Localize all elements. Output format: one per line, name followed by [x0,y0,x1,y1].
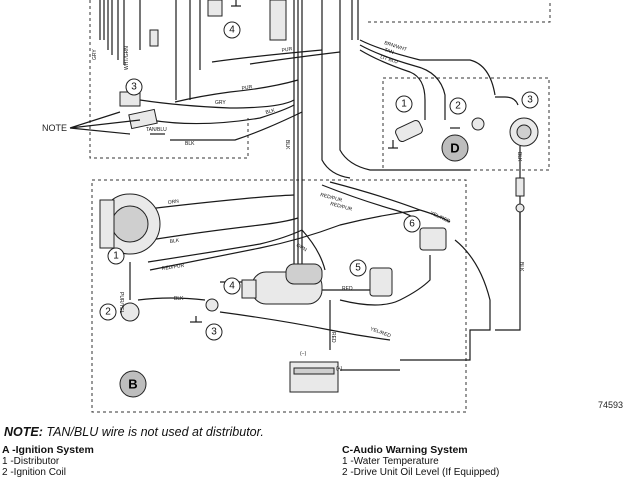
svg-text:1: 1 [401,99,407,110]
svg-text:LIT BLU: LIT BLU [379,54,399,65]
svg-text:BLK: BLK [518,262,524,272]
svg-text:RED/PUR: RED/PUR [319,192,343,204]
legend-right: C-Audio Warning System 1 -Water Temperat… [342,444,500,479]
svg-text:RED/PUR: RED/PUR [161,263,185,272]
section-b-wires [129,170,521,371]
svg-text:BLK: BLK [169,238,180,245]
svg-text:2: 2 [105,307,111,318]
note-prefix: NOTE: [4,425,43,439]
legend-right-item: 1 -Water Temperature [342,456,439,467]
svg-text:2: 2 [455,101,461,112]
svg-text:TAN: TAN [383,47,394,56]
wiring-diagram: BRN/WHT TAN LIT BLU BLK PUR GRY PUR BLK … [42,0,623,413]
svg-text:5: 5 [355,263,361,274]
section-a-components [119,0,287,130]
svg-text:3: 3 [527,95,533,106]
svg-text:(−): (−) [300,351,307,357]
section-badge-d: D [441,134,469,162]
section-b-components [99,193,447,393]
svg-text:3: 3 [131,82,137,93]
note-text: NOTE: TAN/BLU wire is not used at distri… [4,425,264,439]
section-a-border [89,0,249,159]
figure-number: 74593 [598,400,623,410]
wires-to-section-d [359,39,519,120]
legend-left-title: A -Ignition System [2,444,94,456]
oil-level-sensor [471,117,485,131]
section-b-border [91,179,467,413]
svg-text:D: D [450,141,459,156]
svg-text:GRY: GRY [215,100,226,106]
svg-text:(+): (+) [336,366,343,372]
svg-text:4: 4 [229,25,235,36]
legend-left: A -Ignition System 1 -Distributor 2 -Ign… [2,444,94,479]
svg-text:PUR: PUR [281,46,293,54]
svg-text:BLK: BLK [284,140,290,150]
svg-text:BLK: BLK [265,108,276,116]
svg-text:ORN: ORN [295,243,308,254]
battery [289,361,339,393]
svg-text:PUR/YEL: PUR/YEL [118,292,124,314]
svg-text:TAN/BLU: TAN/BLU [146,127,167,133]
svg-text:RED: RED [342,286,353,292]
svg-text:B: B [128,377,137,392]
svg-text:BLK: BLK [174,296,184,302]
starter-relay [419,227,447,251]
legend-right-item: 2 -Drive Unit Oil Level (If Equipped) [342,467,500,478]
svg-text:GRY: GRY [92,49,98,60]
section-d-border [382,77,550,171]
svg-text:4: 4 [229,281,235,292]
svg-text:6: 6 [409,219,415,230]
section-top-right-border [368,0,551,23]
svg-text:3: 3 [211,327,217,338]
slave-solenoid [369,267,393,297]
legend-right-title: C-Audio Warning System [342,444,468,456]
svg-text:RED: RED [330,332,336,343]
callouts: 4 3 1 2 3 6 1 5 4 2 3 [99,21,539,341]
note-callout-label: NOTE [42,123,67,133]
svg-text:BLK: BLK [185,141,195,147]
note-body: TAN/BLU wire is not used at distributor. [42,425,264,439]
wire-labels: BRN/WHT TAN LIT BLU BLK PUR GRY PUR BLK … [92,40,524,372]
svg-text:BLK: BLK [516,152,522,162]
section-a-wires [99,0,341,141]
water-temp-sender [395,119,423,143]
svg-text:RED/PUR: RED/PUR [329,201,353,213]
legend-left-item: 1 -Distributor [2,456,60,467]
section-d-components [388,117,539,230]
svg-text:WHT/GRN: WHT/GRN [124,46,130,70]
svg-text:ORN: ORN [167,198,179,206]
svg-text:PUR: PUR [241,84,253,92]
legend-left-item: 2 -Ignition Coil [2,467,66,478]
svg-text:1: 1 [113,251,119,262]
circuit-breaker [120,302,140,322]
svg-text:YEL/RED: YEL/RED [429,210,451,225]
section-badge-b: B [119,370,147,398]
